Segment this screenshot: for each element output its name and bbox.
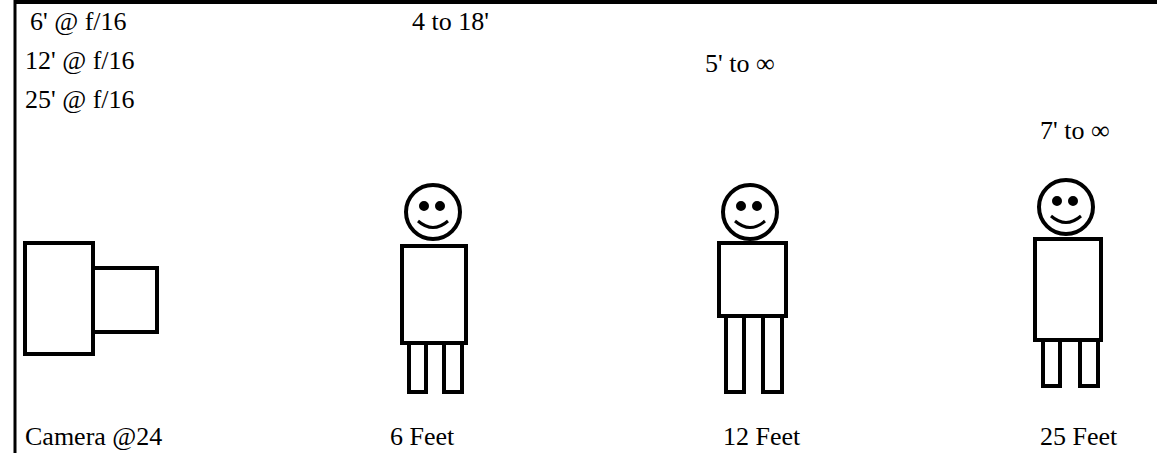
person-figure bbox=[719, 185, 786, 392]
focus-range-label: 12' @ f/16 bbox=[25, 46, 135, 76]
frame-left bbox=[14, 0, 17, 453]
person-figure bbox=[1035, 180, 1101, 386]
camera-drawing bbox=[25, 243, 157, 354]
distance-label: 6 Feet bbox=[390, 422, 454, 452]
focus-range-label: 6' @ f/16 bbox=[30, 7, 127, 37]
distance-label: 12 Feet bbox=[723, 422, 800, 452]
frame-top bbox=[14, 0, 1157, 4]
focus-range-label: 4 to 18' bbox=[412, 7, 489, 37]
distance-label: 25 Feet bbox=[1040, 422, 1117, 452]
focus-range-label: 5' to ∞ bbox=[705, 49, 774, 79]
distance-label: Camera @24 bbox=[25, 422, 162, 452]
focus-range-label: 25' @ f/16 bbox=[25, 85, 135, 115]
focus-range-label: 7' to ∞ bbox=[1040, 116, 1109, 146]
person-figure bbox=[402, 185, 466, 392]
